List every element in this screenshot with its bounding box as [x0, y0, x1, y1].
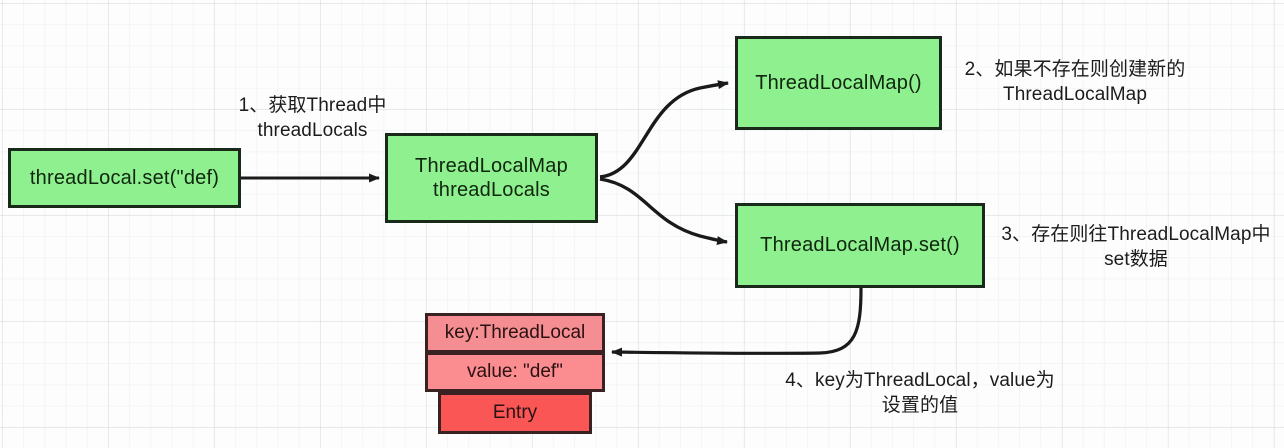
annotation-step-1: 1、获取Thread中 threadLocals — [238, 95, 387, 142]
edge-threadlocals-to-map-set — [599, 177, 728, 246]
annotation-step-3: 3、存在则往ThreadLocalMap中 set数据 — [1001, 224, 1271, 271]
node-threadlocals-map[interactable]: ThreadLocalMap threadLocals — [385, 133, 598, 223]
annotation-step-2: 2、如果不存在则创建新的 ThreadLocalMap — [964, 59, 1186, 106]
entry-row-label: Entry — [438, 392, 592, 434]
node-threadlocalmap-constructor[interactable]: ThreadLocalMap() — [735, 36, 942, 130]
node-threadlocal-set[interactable]: threadLocal.set("def) — [8, 148, 241, 208]
entry-row-value: value: "def" — [425, 352, 605, 392]
node-threadlocalmap-set[interactable]: ThreadLocalMap.set() — [735, 203, 985, 288]
entry-row-key: key:ThreadLocal — [425, 313, 605, 353]
annotation-step-4: 4、key为ThreadLocal，value为 设置的值 — [785, 370, 1055, 417]
edge-threadlocals-to-map-ctor — [599, 80, 729, 179]
edge-map-set-to-entry — [611, 287, 863, 357]
